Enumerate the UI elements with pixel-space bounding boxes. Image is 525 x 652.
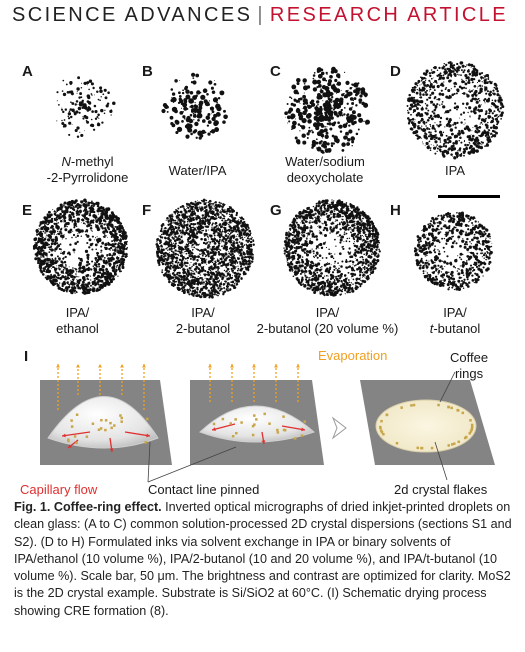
coffee-rings-line1: Coffee [450, 350, 489, 365]
caption-g: IPA/ 2-butanol (20 volume %) [250, 305, 405, 337]
leader-coffee [439, 371, 456, 403]
figure-caption-body: Inverted optical micrographs of dried in… [14, 500, 512, 618]
micrograph-e [32, 198, 129, 295]
caption-a: N-methyl -2-Pyrrolidone [30, 154, 145, 186]
caption-e-line1: IPA/ [65, 305, 90, 320]
caption-c: Water/sodium deoxycholate [260, 154, 390, 186]
caption-c-line2: deoxycholate [286, 170, 364, 185]
caption-c-line1: Water/sodium [285, 154, 365, 169]
evaporation-label: Evaporation [318, 348, 388, 363]
panel-label-g: G [270, 202, 282, 219]
micrograph-f [155, 198, 255, 299]
flakes-label: 2d crystal flakes [394, 482, 488, 497]
micrograph-g [283, 199, 381, 297]
journal-name: SCIENCE ADVANCES [12, 4, 253, 26]
caption-b: Water/IPA [168, 163, 227, 178]
micrograph-b [161, 72, 228, 140]
micrograph-c [284, 66, 370, 154]
caption-d: IPA [445, 163, 465, 178]
droplet-flattened [199, 405, 315, 443]
drying-schematic [40, 364, 495, 483]
contact-line-label: Contact line pinned [148, 482, 260, 497]
panel-label-b: B [142, 63, 153, 80]
caption-h-line1: IPA/ [443, 305, 467, 320]
caption-f: IPA/ 2-butanol [148, 305, 258, 337]
caption-f-line1: IPA/ [191, 305, 215, 320]
dried-deposit [375, 399, 477, 453]
caption-a-line1: N-methyl [61, 154, 114, 169]
micrograph-h [413, 211, 493, 291]
step-arrow [331, 416, 347, 440]
figure-caption-title: Fig. 1. Coffee-ring effect. [14, 500, 162, 514]
capillary-flow-label: Capillary flow [20, 482, 98, 497]
caption-g-line1: IPA/ [315, 305, 340, 320]
leader-contact-1 [147, 446, 237, 483]
journal-header: SCIENCE ADVANCES|RESEARCH ARTICLE [12, 4, 508, 30]
panel-label-a: A [22, 63, 33, 80]
micrograph-a [56, 76, 116, 138]
scale-bar [438, 195, 500, 198]
header-separator: | [257, 4, 265, 26]
coffee-rings-line2: rings [454, 366, 484, 381]
panel-label-c: C [270, 63, 281, 80]
caption-h-line2: t-butanol [429, 321, 481, 336]
panel-label-e: E [22, 202, 33, 219]
micrograph-d [406, 61, 505, 160]
figure-caption: Fig. 1. Coffee-ring effect. Inverted opt… [14, 499, 514, 620]
droplet-dome [47, 396, 159, 449]
caption-e: IPA/ ethanol [25, 305, 130, 337]
leader-contact-2 [147, 441, 151, 483]
coffee-rings-label: Coffee rings [450, 350, 488, 382]
caption-h: IPA/ t-butanol [410, 305, 500, 337]
leader-flakes [434, 441, 448, 481]
panel-label-f: F [142, 202, 152, 219]
caption-g-line2: 2-butanol (20 volume %) [256, 321, 399, 336]
caption-a-line2: -2-Pyrrolidone [46, 170, 129, 185]
panel-label-d: D [390, 63, 401, 80]
article-type: RESEARCH ARTICLE [269, 4, 509, 26]
caption-f-line2: 2-butanol [175, 321, 231, 336]
panel-label-h: H [390, 202, 401, 219]
caption-e-line2: ethanol [56, 321, 99, 336]
panel-label-i: I [24, 348, 29, 365]
